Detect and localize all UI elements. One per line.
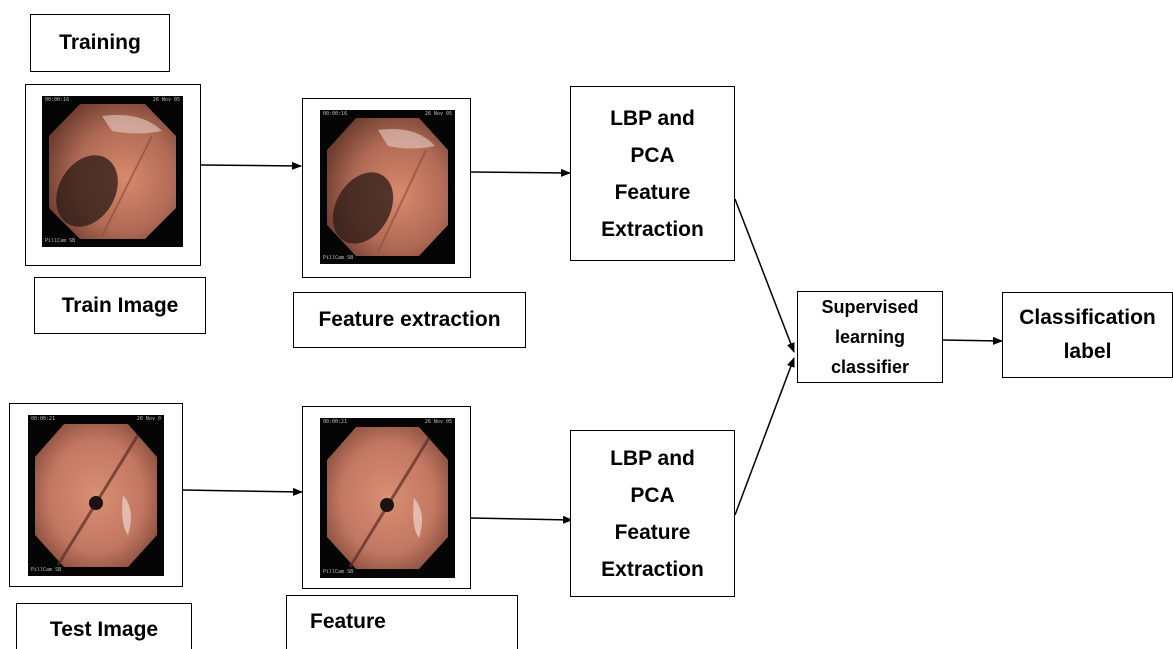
lbp-pca-top-line-3: Feature	[615, 174, 691, 211]
feature-endoscopy-image-top: 00:00:16 26 Nov 05 PillCam SB	[320, 110, 455, 264]
train-endoscopy-image: 00:00:16 26 Nov 05 PillCam SB	[42, 96, 183, 247]
lbp-pca-top-line-2: PCA	[630, 137, 674, 174]
feature-extraction-label: Feature extraction	[318, 308, 500, 332]
output-line-1: Classification	[1019, 301, 1156, 335]
arrow-train-to-feature	[201, 165, 301, 166]
feature-extraction-label-box: Feature extraction	[293, 292, 526, 348]
feature-image-frame-top: 00:00:16 26 Nov 05 PillCam SB	[302, 98, 471, 278]
training-label: Training	[59, 31, 141, 55]
lbp-pca-feature-extraction-box-top: LBP and PCA Feature Extraction	[570, 86, 735, 261]
lbp-pca-bottom-line-1: LBP and	[610, 440, 695, 477]
classification-label-box: Classification label	[1002, 292, 1173, 378]
arrow-lbp-bottom-to-classifier	[735, 358, 794, 515]
test-image-label: Test Image	[50, 618, 158, 642]
endoscopy-tissue-picture	[28, 415, 164, 576]
train-image-label-box: Train Image	[34, 277, 206, 334]
lbp-pca-top-line-4: Extraction	[601, 211, 704, 248]
test-image-frame: 00:00:21 26 Nov 0 PillCam SB	[9, 403, 183, 587]
test-image-label-box: Test Image	[16, 603, 192, 649]
training-label-box: Training	[30, 14, 170, 72]
train-image-label: Train Image	[62, 294, 179, 318]
lbp-pca-bottom-line-2: PCA	[630, 477, 674, 514]
classifier-line-2: learning	[835, 322, 905, 352]
lbp-pca-top-line-1: LBP and	[610, 100, 695, 137]
lbp-pca-bottom-line-4: Extraction	[601, 551, 704, 588]
lbp-pca-feature-extraction-box-bottom: LBP and PCA Feature Extraction	[570, 430, 735, 597]
endoscopy-tissue-picture	[320, 110, 455, 264]
test-endoscopy-image: 00:00:21 26 Nov 0 PillCam SB	[28, 415, 164, 576]
feature-label-box: Feature	[286, 595, 518, 649]
arrow-lbp-top-to-classifier	[735, 199, 794, 352]
arrow-feature-to-lbp-bottom	[471, 518, 572, 520]
lbp-pca-bottom-line-3: Feature	[615, 514, 691, 551]
arrow-classifier-to-output	[942, 340, 1002, 341]
arrow-test-to-feature	[183, 490, 302, 492]
supervised-learning-classifier-box: Supervised learning classifier	[797, 291, 943, 383]
classifier-line-3: classifier	[831, 352, 909, 382]
feature-image-frame-bottom: 00:00:21 26 Nov 05 PillCam SB	[302, 406, 471, 589]
endoscopy-tissue-picture	[320, 418, 455, 578]
endoscopy-tissue-picture	[42, 96, 183, 247]
arrow-feature-to-lbp-top	[471, 172, 570, 173]
train-image-frame: 00:00:16 26 Nov 05 PillCam SB	[25, 84, 201, 266]
output-line-2: label	[1064, 335, 1112, 369]
feature-endoscopy-image-bottom: 00:00:21 26 Nov 05 PillCam SB	[320, 418, 455, 578]
feature-label: Feature	[310, 610, 386, 634]
classifier-line-1: Supervised	[821, 292, 918, 322]
